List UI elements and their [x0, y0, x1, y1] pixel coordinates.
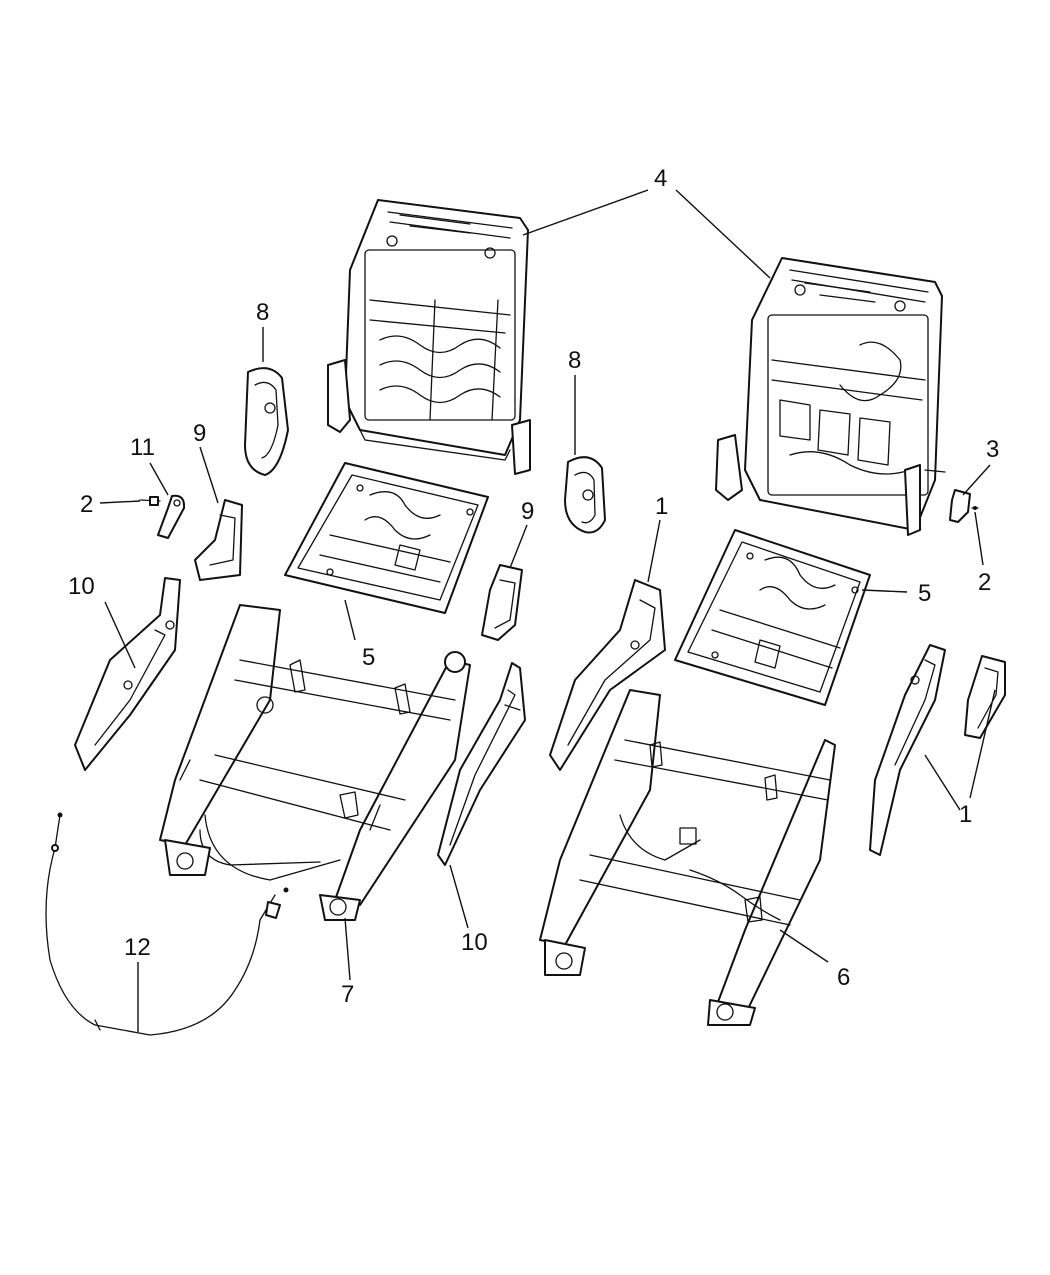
outboard-shield-center [549, 579, 666, 771]
callout-8-left: 8 [256, 299, 269, 326]
callout-8-right: 8 [568, 347, 581, 374]
recliner-cover-right [564, 456, 606, 534]
callout-1-center: 1 [655, 493, 668, 520]
callout-labels: 4 8 8 9 11 2 9 1 3 2 10 5 5 1 10 12 6 7 [68, 165, 999, 1008]
seat-cushion-pan-left [284, 462, 489, 614]
callout-1-right: 1 [959, 801, 972, 828]
callout-5-right: 5 [918, 580, 931, 607]
leader-lines [99, 189, 996, 1032]
screw-left [139, 496, 161, 506]
callout-11: 11 [130, 434, 155, 461]
outboard-shield-right [869, 644, 946, 856]
callout-10-left: 10 [68, 573, 95, 600]
callout-9-right: 9 [521, 498, 534, 525]
release-cable [45, 812, 289, 1036]
inboard-shield-right [481, 564, 523, 641]
callout-7: 7 [341, 981, 354, 1008]
inboard-shield-left [194, 499, 243, 581]
screw-right [971, 506, 979, 510]
side-shield-left [74, 577, 181, 771]
seat-track-right [539, 689, 836, 1026]
handle-left [157, 494, 186, 539]
callout-9-left: 9 [193, 420, 206, 447]
callout-2-right: 2 [978, 569, 991, 596]
seat-back-frame-left [327, 199, 531, 475]
seat-track-left [159, 604, 471, 921]
callout-12: 12 [124, 934, 151, 961]
callout-10-center: 10 [461, 929, 488, 956]
callout-2-left: 2 [80, 491, 93, 518]
callout-3: 3 [986, 436, 999, 463]
outboard-trim-right [964, 655, 1006, 739]
recliner-cover-left [244, 367, 289, 476]
seat-back-frame-right [715, 257, 946, 536]
seat-cushion-pan-right [674, 529, 871, 706]
callout-6: 6 [837, 964, 850, 991]
callout-4: 4 [654, 165, 667, 192]
lever-right [949, 489, 971, 523]
side-shield-center [437, 662, 526, 866]
callout-5-left: 5 [362, 644, 375, 671]
